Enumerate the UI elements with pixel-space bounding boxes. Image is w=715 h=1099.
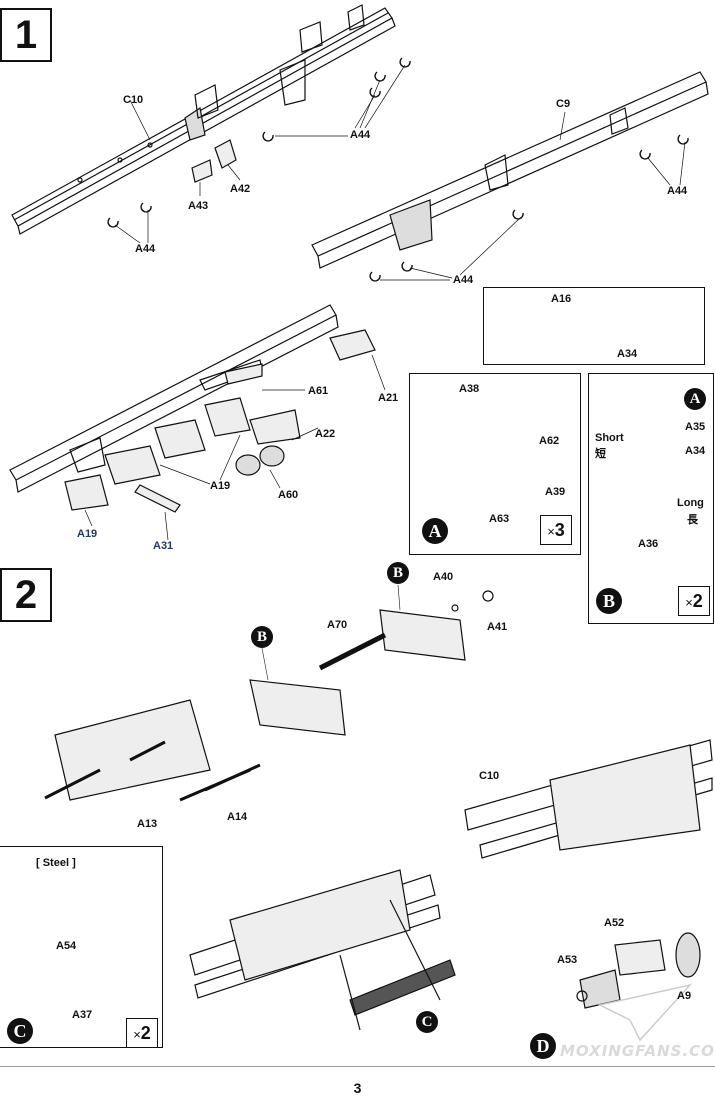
- label-c9: C9: [556, 98, 571, 110]
- label-a19-2: A19: [77, 528, 98, 540]
- label-a40: A40: [433, 571, 454, 583]
- callout-c-ref: C: [416, 1011, 438, 1033]
- inset-axle-housing: [483, 287, 705, 365]
- detail-box-b: [588, 373, 714, 624]
- label-a44-4: A44: [453, 274, 474, 286]
- label-long-cn: 長: [687, 514, 698, 526]
- label-a44-3: A44: [667, 185, 688, 197]
- label-a42: A42: [230, 183, 251, 195]
- callout-b-left: B: [251, 626, 273, 648]
- label-short-cn: 短: [595, 448, 606, 460]
- label-c10-top: C10: [123, 94, 144, 106]
- label-a13: A13: [137, 818, 158, 830]
- chassis-assembled-center: [189, 869, 456, 1031]
- callout-b: B: [596, 588, 622, 614]
- label-a21: A21: [378, 392, 399, 404]
- label-a60: A60: [278, 489, 299, 501]
- label-a41: A41: [487, 621, 508, 633]
- detail-box-c: [0, 846, 163, 1048]
- page-number: 3: [353, 1080, 362, 1096]
- label-a16: A16: [551, 293, 572, 305]
- label-a39: A39: [545, 486, 566, 498]
- step-number-2: 2: [0, 568, 52, 622]
- label-a36: A36: [638, 538, 659, 550]
- multiplier-badge-a: ×3: [540, 515, 572, 545]
- label-a44-1: A44: [350, 129, 371, 141]
- label-a38: A38: [459, 383, 480, 395]
- label-a43: A43: [188, 200, 209, 212]
- label-a63: A63: [489, 513, 510, 525]
- frame-rail-lower: [9, 304, 339, 493]
- callout-d: D: [530, 1033, 556, 1059]
- label-short-en: Short: [595, 432, 624, 444]
- label-a9: A9: [677, 990, 692, 1002]
- label-a34: A34: [685, 445, 706, 457]
- label-a52: A52: [604, 917, 625, 929]
- callout-b-top: B: [387, 562, 409, 584]
- label-a31: A31: [153, 540, 174, 552]
- label-a34-inset: A34: [617, 348, 638, 360]
- callout-a-ref: A: [684, 388, 706, 410]
- label-a14: A14: [227, 811, 248, 823]
- step-number-1: 1: [0, 8, 52, 62]
- wheel-assembly-d: [576, 932, 701, 1009]
- label-a61: A61: [308, 385, 329, 397]
- watermark: MOXINGFANS.COM: [560, 1042, 715, 1060]
- label-a44-2: A44: [135, 243, 156, 255]
- label-a54: A54: [56, 940, 77, 952]
- label-a37: A37: [72, 1009, 93, 1021]
- multiplier-badge-b: ×2: [678, 586, 710, 616]
- callout-c: C: [7, 1018, 33, 1044]
- chassis-assembled-right: [464, 739, 713, 859]
- callout-a: A: [422, 518, 448, 544]
- label-c10-bottom: C10: [479, 770, 500, 782]
- frame-rail-c9: [311, 71, 709, 269]
- axle-assemblies-step2: [44, 584, 494, 802]
- label-a19-1: A19: [210, 480, 231, 492]
- label-a70: A70: [327, 619, 348, 631]
- label-a62: A62: [539, 435, 560, 447]
- label-a22: A22: [315, 428, 336, 440]
- multiplier-badge-c: ×2: [126, 1018, 158, 1048]
- footer-divider: [0, 1066, 715, 1067]
- label-a53: A53: [557, 954, 578, 966]
- label-a35: A35: [685, 421, 706, 433]
- label-long-en: Long: [677, 497, 704, 509]
- label-steel: [ Steel ]: [36, 857, 76, 869]
- frame-rail-c10: [11, 4, 396, 235]
